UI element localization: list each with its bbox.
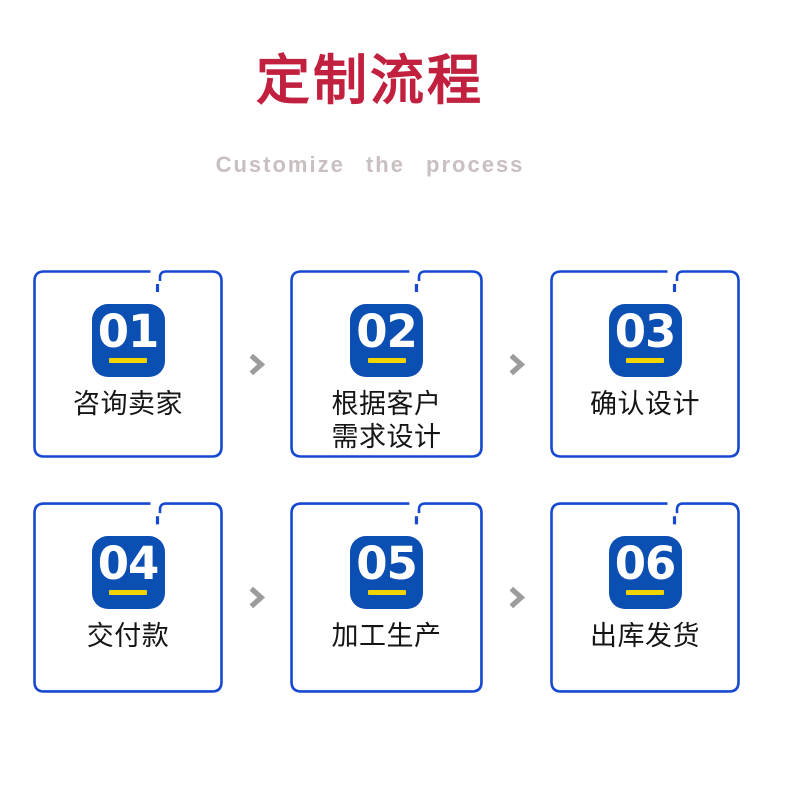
step-card-3: 03 确认设计 [550,270,740,458]
yellow-underline [626,357,664,363]
step-number: 06 [614,537,677,590]
step-number-badge: 04 [91,536,165,609]
flow-arrow [483,502,550,693]
yellow-underline [367,357,406,363]
step-number: 01 [97,305,160,358]
chevron-right-icon [509,353,526,375]
card-border-decoration [33,270,223,458]
yellow-underline [626,589,664,595]
step-card-1: 01 咨询卖家 [33,270,223,458]
page-subtitle: Customize the process [215,152,525,177]
header: 定制流程 Customize the process [0,54,740,176]
step-number-badge: 03 [608,304,682,377]
card-border-decoration [290,270,483,458]
flow-arrow [223,502,290,693]
step-card-4: 04 交付款 [33,502,223,693]
card-border-decoration [290,502,483,693]
process-flow-grid: 01 咨询卖家 02 根据客户 需求设计 [33,270,740,693]
step-label: 咨询卖家 [73,389,183,419]
step-number-badge: 02 [350,304,423,377]
step-number: 04 [97,537,160,590]
step-card-5: 05 加工生产 [290,502,483,693]
flow-arrow [483,270,550,458]
step-number: 02 [356,305,418,358]
chevron-right-icon [249,586,266,609]
card-border-decoration [550,502,740,693]
step-label: 根据客户 需求设计 [331,389,442,453]
step-label: 交付款 [86,621,170,651]
card-border-decoration [550,270,740,458]
step-number-badge: 05 [350,536,423,609]
yellow-underline [367,589,406,595]
card-border-decoration [33,502,223,693]
chevron-right-icon [509,586,526,609]
page-title: 定制流程 [256,51,484,111]
step-label: 确认设计 [590,389,700,419]
step-number-badge: 06 [608,536,682,609]
step-number: 05 [356,537,418,590]
step-number: 03 [614,305,677,358]
step-number-badge: 01 [91,304,165,377]
step-label: 出库发货 [590,621,700,651]
flow-arrow [223,270,290,458]
chevron-right-icon [249,353,266,375]
yellow-underline [109,357,147,363]
step-label: 加工生产 [331,621,442,651]
yellow-underline [109,589,147,595]
step-card-6: 06 出库发货 [550,502,740,693]
step-card-2: 02 根据客户 需求设计 [290,270,483,458]
